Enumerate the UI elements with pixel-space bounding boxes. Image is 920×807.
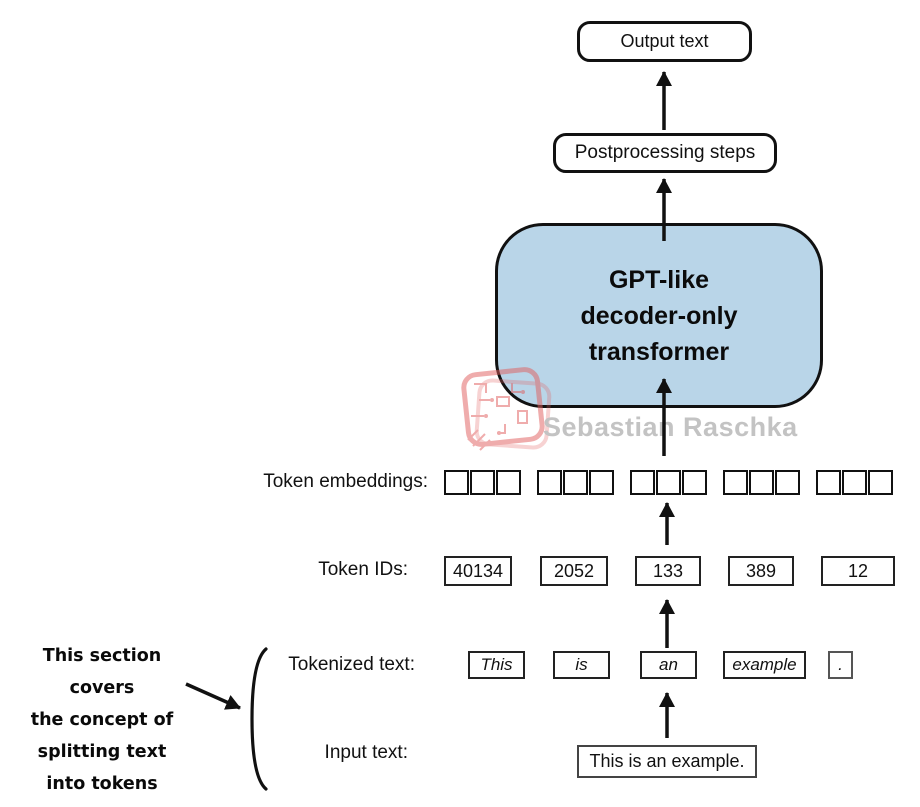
annotation-line: into tokens xyxy=(46,774,158,794)
transformer-block: GPT-like decoder-only transformer xyxy=(495,223,823,408)
output-text-label: Output text xyxy=(620,31,709,51)
embedding-cell xyxy=(842,470,867,495)
input-sentence-box: This is an example. xyxy=(577,745,757,778)
token-box: This xyxy=(468,651,525,679)
annotation-line: the concept of xyxy=(30,710,174,730)
embedding-group xyxy=(816,470,893,495)
embedding-group xyxy=(630,470,707,495)
embedding-cell xyxy=(656,470,681,495)
embedding-cell xyxy=(496,470,521,495)
section-annotation: This section covers the concept of split… xyxy=(8,640,196,800)
token-box: example xyxy=(723,651,806,679)
token-id-box: 389 xyxy=(728,556,794,586)
embedding-cell xyxy=(630,470,655,495)
annotation-line: This section covers xyxy=(42,646,162,698)
embedding-group xyxy=(723,470,800,495)
token-box: is xyxy=(553,651,610,679)
embedding-cell xyxy=(470,470,495,495)
token-id-box: 40134 xyxy=(444,556,512,586)
transformer-line-3: transformer xyxy=(588,337,730,366)
watermark-author: Sebastian Raschka xyxy=(543,412,798,442)
embedding-cell xyxy=(444,470,469,495)
grouping-brace xyxy=(250,647,268,791)
token-id-box: 133 xyxy=(635,556,701,586)
token-id-box: 12 xyxy=(821,556,895,586)
token-ids-label: Token IDs: xyxy=(318,559,408,580)
embedding-cell xyxy=(868,470,893,495)
embedding-cell xyxy=(775,470,800,495)
transformer-line-1: GPT-like xyxy=(608,265,710,294)
embedding-cell xyxy=(589,470,614,495)
embedding-cell xyxy=(749,470,774,495)
output-text-box: Output text xyxy=(577,21,752,62)
postprocessing-steps-box: Postprocessing steps xyxy=(553,133,777,173)
embedding-group xyxy=(444,470,521,495)
postprocessing-steps-label: Postprocessing steps xyxy=(574,142,756,163)
embedding-cell xyxy=(723,470,748,495)
embedding-cell xyxy=(682,470,707,495)
embedding-cell xyxy=(563,470,588,495)
annotation-line: splitting text xyxy=(37,742,167,762)
token-embeddings-label: Token embeddings: xyxy=(263,471,428,492)
transformer-line-2: decoder-only xyxy=(580,301,738,330)
embedding-cell xyxy=(816,470,841,495)
token-box: . xyxy=(828,651,853,679)
input-text-label: Input text: xyxy=(324,742,408,763)
tokenized-text-label: Tokenized text: xyxy=(288,654,415,675)
embedding-cell xyxy=(537,470,562,495)
embedding-group xyxy=(537,470,614,495)
token-box: an xyxy=(640,651,697,679)
token-id-box: 2052 xyxy=(540,556,608,586)
